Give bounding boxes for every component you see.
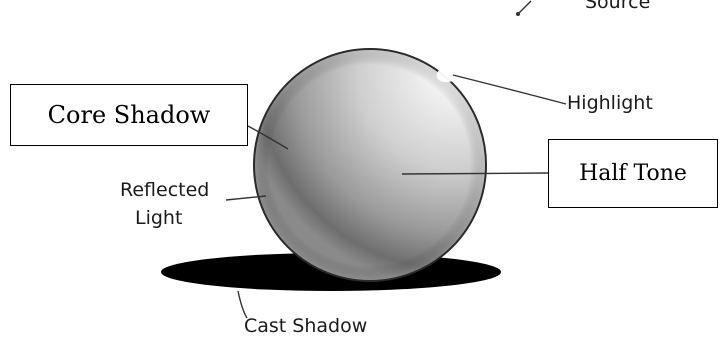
reflected-light-label-line2: Light [135,209,182,228]
half-tone-label: Half Tone [548,139,718,208]
reflected-light-label-line1: Reflected [120,181,209,200]
sphere-rim-light [255,50,485,280]
highlight-leader [453,75,566,104]
source-label: Source [585,0,650,12]
core-shadow-text: Core Shadow [48,101,211,129]
half-tone-leader [402,173,548,174]
cast-shadow-leader [238,291,247,318]
source-leader-dot [516,12,520,16]
cast-shadow-label: Cast Shadow [244,317,367,336]
highlight-label: Highlight [567,94,653,113]
half-tone-text: Half Tone [579,161,687,186]
core-shadow-label: Core Shadow [10,84,248,146]
source-leader [518,1,531,14]
